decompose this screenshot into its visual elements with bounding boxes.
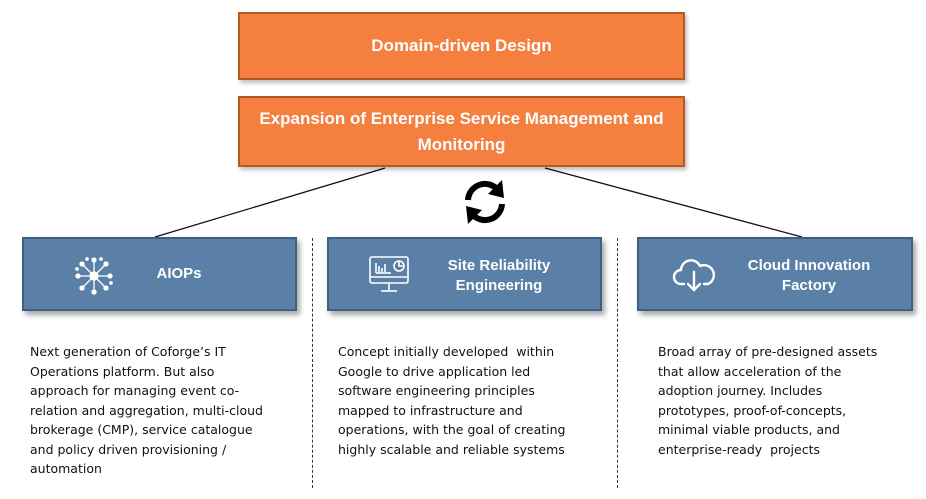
aiops-title: AIOPs — [156, 265, 202, 282]
cloud-innovation-card: Cloud Innovation Factory — [637, 237, 913, 311]
esm-label-line2: Monitoring — [417, 134, 506, 154]
aiops-card: AIOPs — [22, 237, 297, 311]
domain-driven-design-label: Domain-driven Design — [371, 36, 552, 55]
sre-title: Site Reliability Engineering — [447, 257, 551, 294]
cloud-download-icon — [672, 259, 715, 292]
enterprise-service-management-box: Expansion of Enterprise Service Manageme… — [238, 96, 685, 167]
separator-right — [617, 238, 618, 488]
monitor-chart-icon — [369, 256, 409, 292]
esm-label-line1: Expansion of Enterprise Service Manageme… — [259, 108, 664, 128]
sre-card: Site Reliability Engineering — [327, 237, 602, 311]
connector-right — [544, 167, 803, 238]
sync-icon — [465, 180, 505, 224]
cloud-innovation-title: Cloud Innovation Factory — [747, 257, 871, 294]
sre-description: Concept initially developed within Googl… — [338, 344, 566, 457]
aiops-description: Next generation of Coforge’s IT Operatio… — [30, 344, 263, 476]
network-hub-icon — [75, 257, 113, 295]
separator-left — [312, 238, 313, 488]
connector-left — [154, 167, 386, 238]
cloud-innovation-description: Broad array of pre-designed assets that … — [658, 344, 878, 457]
domain-driven-design-box: Domain-driven Design — [238, 12, 685, 80]
